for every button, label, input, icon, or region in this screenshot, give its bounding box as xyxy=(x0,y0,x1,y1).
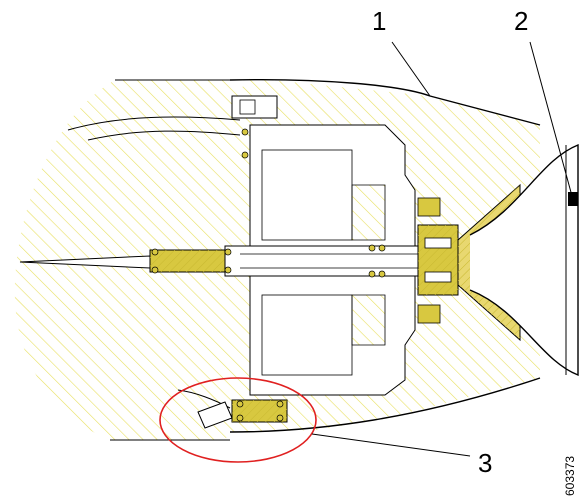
front-bell xyxy=(469,143,579,377)
lower-fitting xyxy=(177,389,288,429)
callout-1: 1 xyxy=(372,6,386,36)
callout-3: 3 xyxy=(478,448,492,478)
leader-lines xyxy=(311,41,573,457)
highlight-circle xyxy=(159,377,317,463)
leader-line-1 xyxy=(391,41,431,97)
drawing-reference-code: 603373 xyxy=(563,456,577,496)
leader-line-3 xyxy=(311,433,471,457)
upper-tube xyxy=(67,95,278,159)
leader-line-2 xyxy=(529,41,573,197)
callout-2: 2 xyxy=(514,6,528,36)
central-stem xyxy=(19,244,436,278)
